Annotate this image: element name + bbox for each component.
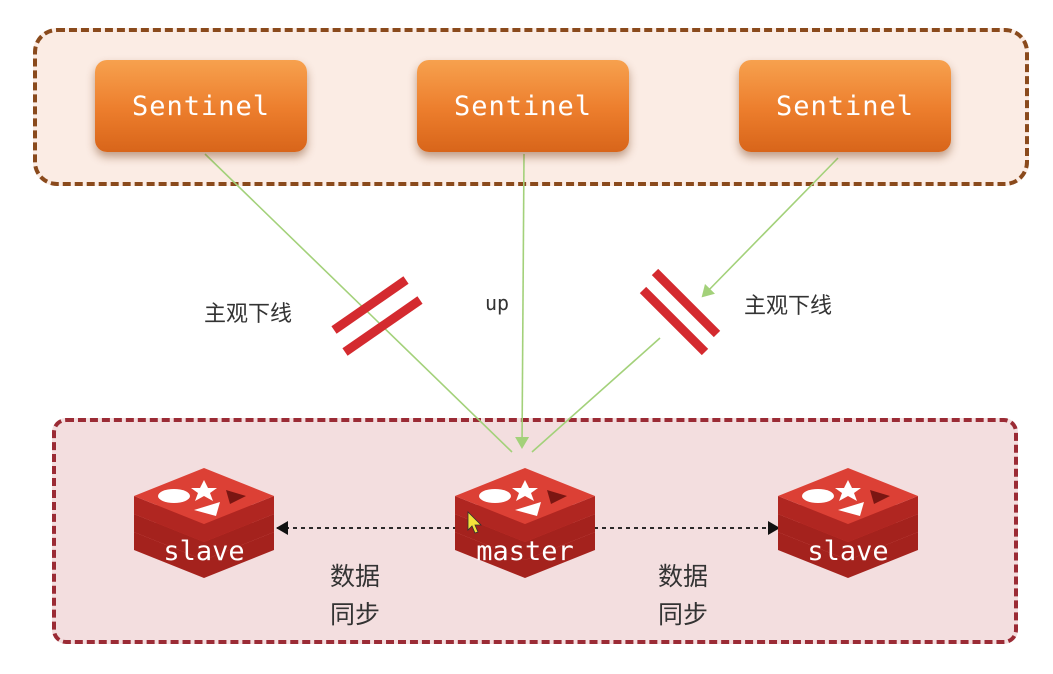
redis-node-slave-right: slave	[778, 468, 918, 578]
redis-node-master: master	[455, 468, 595, 578]
sentinel-label-3: Sentinel	[775, 90, 915, 122]
node-label-slave-right: slave	[807, 536, 888, 567]
node-label-master: master	[476, 536, 574, 567]
connection-line-right	[701, 157, 839, 298]
sentinel-box-1: Sentinel	[95, 60, 307, 152]
sentinel-box-3: Sentinel	[739, 60, 951, 152]
connection-line-right-lower	[531, 337, 661, 453]
connection-label-right: 主观下线	[744, 294, 833, 319]
blocked-mark-left	[331, 276, 423, 356]
blocked-mark-right	[639, 268, 721, 356]
connection-line-center	[515, 153, 530, 449]
redis-node-slave-left: slave	[134, 468, 274, 578]
sync-label-left: 数据 同步	[330, 562, 381, 629]
sentinel-label-1: Sentinel	[131, 90, 271, 122]
connection-line-left	[204, 153, 513, 453]
connection-label-center: up	[485, 291, 510, 315]
node-label-slave-left: slave	[163, 536, 244, 567]
mouse-cursor-icon	[467, 511, 482, 534]
connection-label-left: 主观下线	[204, 302, 293, 327]
sentinel-label-2: Sentinel	[453, 90, 593, 122]
sync-label-right: 数据 同步	[658, 562, 709, 629]
sentinel-box-2: Sentinel	[417, 60, 629, 152]
